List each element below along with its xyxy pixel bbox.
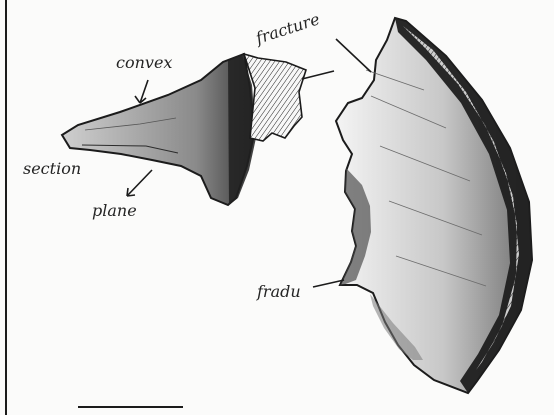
scale-bar [78,406,183,408]
fracture-leader [336,39,371,72]
small-fragment-hatched-break [244,54,306,141]
fracture-label-bottom: fradu [256,282,301,301]
small-fragment [62,54,306,205]
convex-label: convex [116,53,172,72]
plane-arrow [127,170,152,196]
fracture-label-top: fracture [252,9,322,48]
fracture-leader-small [302,71,334,79]
section-label: section [23,159,81,178]
large-fragment [336,18,532,393]
plane-label: plane [92,201,137,220]
